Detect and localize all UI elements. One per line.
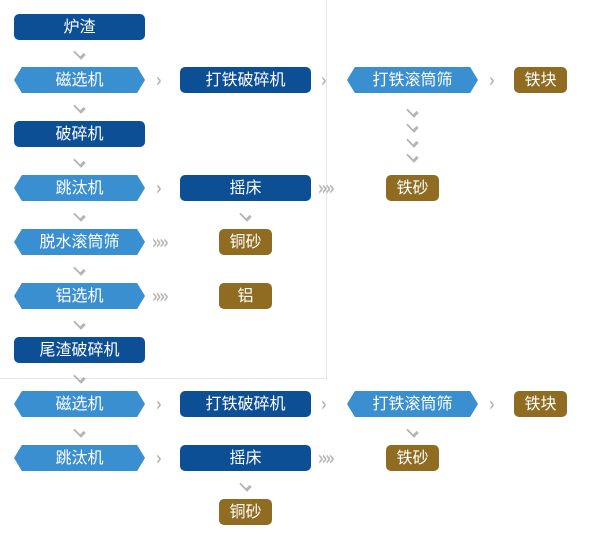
node-magnetic-separator-1: 磁选机 <box>14 67 145 93</box>
arrow-right-icon: › <box>489 392 495 416</box>
arrow-right-icon: › <box>156 176 162 200</box>
node-iron-crusher-2: 打铁破碎机 <box>180 391 311 417</box>
arrow-down-icon <box>72 376 86 384</box>
arrow-down-icon <box>72 52 86 60</box>
node-crusher: 破碎机 <box>14 121 145 147</box>
node-iron-drum-screen-2: 打铁滚筒筛 <box>347 391 478 417</box>
output-copper-sand-1: 铜砂 <box>219 229 272 255</box>
node-dewater-drum-screen: 脱水滚筒筛 <box>14 229 145 255</box>
node-jig-2: 跳汰机 <box>14 445 145 471</box>
node-tailings-crusher: 尾渣破碎机 <box>14 337 145 363</box>
output-iron-block-2: 铁块 <box>514 391 567 417</box>
arrow-right-icon: › <box>156 392 162 416</box>
node-iron-drum-screen-1: 打铁滚筒筛 <box>347 67 478 93</box>
arrow-right-quad-icon: ›››› <box>152 284 169 308</box>
node-magnetic-separator-2: 磁选机 <box>14 391 145 417</box>
output-iron-block-1: 铁块 <box>514 67 567 93</box>
arrow-right-quad-icon: ›››› <box>318 446 335 470</box>
node-shaking-table-2: 摇床 <box>180 445 311 471</box>
arrow-right-icon: › <box>321 392 327 416</box>
arrow-right-icon: › <box>156 446 162 470</box>
background-panel <box>0 0 327 379</box>
arrow-down-icon <box>405 430 419 438</box>
arrow-down-icon <box>405 155 419 163</box>
arrow-down-icon <box>72 268 86 276</box>
node-aluminum-separator: 铝选机 <box>14 283 145 309</box>
arrow-right-icon: › <box>156 68 162 92</box>
arrow-right-quad-icon: ›››› <box>318 176 335 200</box>
node-iron-crusher-1: 打铁破碎机 <box>180 67 311 93</box>
output-aluminum: 铝 <box>219 283 272 309</box>
arrow-down-icon <box>72 430 86 438</box>
arrow-down-icon <box>405 110 419 118</box>
arrow-right-quad-icon: ›››› <box>152 230 169 254</box>
arrow-down-icon <box>72 322 86 330</box>
arrow-right-icon: › <box>321 68 327 92</box>
arrow-down-icon <box>72 214 86 222</box>
output-iron-sand-2: 铁砂 <box>386 445 439 471</box>
arrow-down-icon <box>405 125 419 133</box>
arrow-right-icon: › <box>489 68 495 92</box>
arrow-down-icon <box>72 160 86 168</box>
arrow-down-icon <box>238 484 252 492</box>
node-slag: 炉渣 <box>14 14 145 40</box>
arrow-down-icon <box>72 106 86 114</box>
arrow-down-icon <box>405 140 419 148</box>
node-jig-1: 跳汰机 <box>14 175 145 201</box>
output-copper-sand-2: 铜砂 <box>219 499 272 525</box>
arrow-down-icon <box>238 214 252 222</box>
output-iron-sand-1: 铁砂 <box>386 175 439 201</box>
node-shaking-table-1: 摇床 <box>180 175 311 201</box>
